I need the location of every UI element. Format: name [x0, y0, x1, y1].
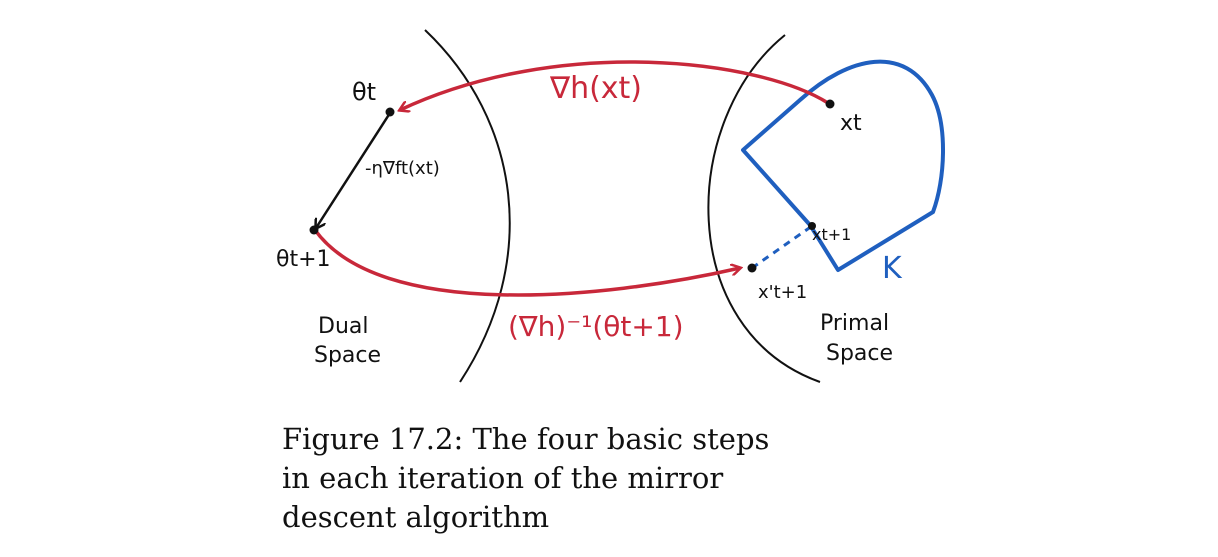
gradient-map-arrow: [400, 60, 829, 110]
x-t-point: [825, 99, 835, 109]
primal-space-label-line2: Space: [826, 341, 893, 366]
x-t1-point: [808, 222, 816, 230]
inverse-gradient-map-arrow: [313, 228, 740, 297]
k-label: K: [882, 251, 903, 286]
theta-t1-point: [309, 225, 319, 235]
mirror-descent-diagram: θt θt+1 xt xt+1 x't+1 K ∇h(xt) (∇h)⁻¹(θt…: [276, 29, 945, 383]
projection-line: [751, 224, 813, 270]
gradient-step-arrow: [316, 112, 392, 228]
x-t1-label: xt+1: [812, 225, 851, 244]
dual-space-label-line1: Dual: [318, 314, 368, 339]
theta-t1-label: θt+1: [276, 247, 331, 272]
theta-t-label: θt: [352, 78, 376, 106]
dual-space-label-line2: Space: [314, 343, 381, 368]
gradient-step-label: -η∇ft(xt): [365, 158, 440, 179]
x-t1-prime-label: x't+1: [758, 282, 807, 303]
x-t1-prime-point: [747, 263, 757, 273]
gradient-map-label: ∇h(xt): [549, 71, 642, 106]
theta-t-point: [385, 107, 395, 117]
feasible-set-k: [741, 59, 945, 272]
x-t-label: xt: [840, 111, 862, 136]
inverse-gradient-map-label: (∇h)⁻¹(θt+1): [508, 310, 684, 343]
figure-caption: Figure 17.2: The four basic steps in eac…: [282, 422, 770, 534]
primal-space-boundary: [707, 34, 821, 383]
dual-space-boundary: [424, 29, 511, 383]
primal-space-label-line1: Primal: [820, 311, 889, 336]
